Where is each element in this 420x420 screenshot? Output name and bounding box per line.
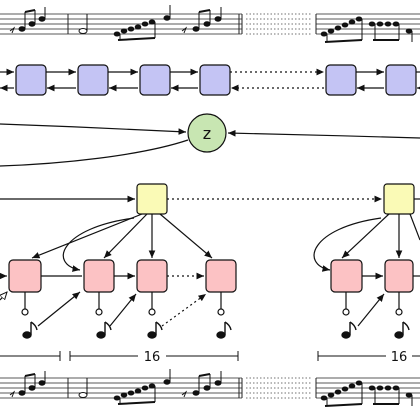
note-head [18,26,26,32]
eighth-note-icon [216,321,232,339]
barlines [67,14,317,34]
eighth-note-icon [341,321,357,339]
decoder-cell [136,259,168,293]
conductor-cell [383,183,415,215]
latent-label: z [203,124,211,143]
decoder-cell [384,259,414,293]
encoder-chain [0,64,420,96]
staff-dotted-gap [246,13,312,35]
eighth-note-icons [22,321,410,339]
segment-length-label: 16 [144,350,161,365]
notes [9,5,413,43]
decoder-cell [83,259,115,293]
encoder-cell [139,64,171,96]
encoder-cell [199,64,231,96]
output-score-strip [0,369,420,407]
encoder-cell [77,64,109,96]
rest-icon [9,26,16,34]
segment-length-label: 16 [391,350,408,365]
eighth-note-icon [22,321,38,339]
latent-z: z [0,113,420,167]
decoder-outputs [21,292,403,316]
encoder-cell [15,64,47,96]
conductor-cell [136,183,168,215]
encoder-cell [385,64,417,96]
eighth-note-icon [147,321,163,339]
latent-node [187,113,227,153]
eighth-note-icon [394,321,410,339]
decoder-cell [205,259,237,293]
input-score-strip [0,5,420,43]
decoder-chain [0,213,420,300]
note-feedback [37,291,385,327]
decoder-cell [8,259,42,293]
conductor-chain [0,183,420,215]
decoder-cell [330,259,363,293]
segment-brackets [0,351,420,361]
encoder-cell [325,64,357,96]
eighth-note-icon [96,321,112,339]
